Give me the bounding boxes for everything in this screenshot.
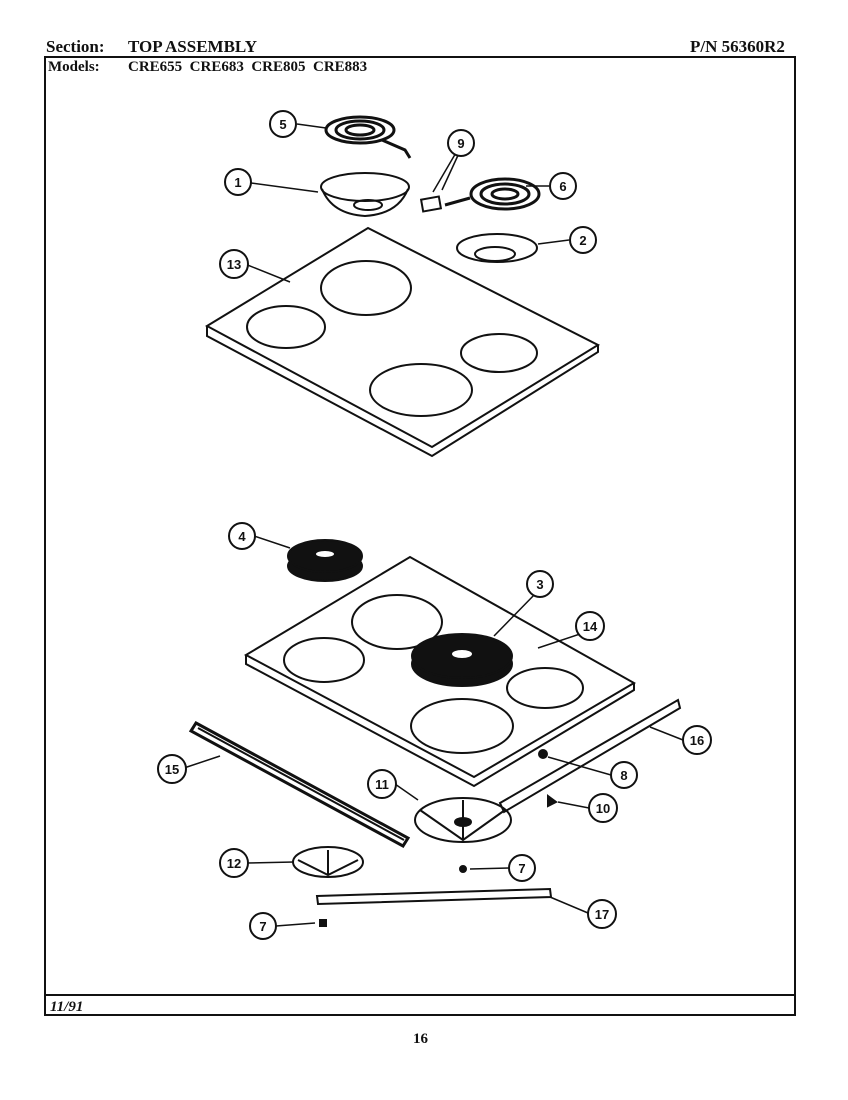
solid-element-center <box>411 633 513 687</box>
callout-7-lower: 7 <box>249 912 277 940</box>
callout-3: 3 <box>526 570 554 598</box>
nut-lower <box>319 919 327 927</box>
nut-upper <box>459 865 467 873</box>
solid-element-left <box>287 539 363 582</box>
callout-1: 1 <box>224 168 252 196</box>
callout-6-label: 6 <box>559 179 566 194</box>
callout-1-label: 1 <box>234 175 241 190</box>
callout-6: 6 <box>549 172 577 200</box>
section-label: Section: <box>46 37 105 56</box>
rear-trim <box>498 698 682 814</box>
callout-12: 12 <box>219 848 249 878</box>
main-top-upper <box>204 226 601 458</box>
diagram-frame <box>44 56 796 1016</box>
callout-4-label: 4 <box>238 529 246 544</box>
leader-lines <box>183 123 684 927</box>
callout-13: 13 <box>219 249 249 279</box>
bracket-small <box>292 846 364 878</box>
callout-4: 4 <box>228 522 256 550</box>
callout-12-label: 12 <box>227 856 241 871</box>
terminal-block <box>419 195 443 213</box>
callout-8: 8 <box>610 761 638 789</box>
callout-14-label: 14 <box>583 619 598 634</box>
side-trim <box>188 721 411 848</box>
main-top-lower <box>243 555 637 788</box>
drip-bowl-small <box>456 233 538 263</box>
callout-17-label: 17 <box>595 907 609 922</box>
callout-14: 14 <box>575 611 605 641</box>
callout-7-upper-label: 7 <box>518 861 525 876</box>
footer-rule <box>44 994 796 996</box>
callout-9: 9 <box>447 129 475 157</box>
drip-bowl-large <box>320 172 410 218</box>
callout-9-label: 9 <box>457 136 464 151</box>
part-number: P/N 56360R2 <box>690 37 785 56</box>
callout-11-label: 11 <box>375 777 389 792</box>
callout-17: 17 <box>587 899 617 929</box>
callout-15: 15 <box>157 754 187 784</box>
callout-11: 11 <box>367 769 397 799</box>
bracket-large <box>414 797 512 843</box>
callout-10: 10 <box>588 793 618 823</box>
callout-16-label: 16 <box>690 733 704 748</box>
callout-3-label: 3 <box>536 577 543 592</box>
callout-13-label: 13 <box>227 257 241 272</box>
footer-date: 11/91 <box>50 999 84 1015</box>
callout-5: 5 <box>269 110 297 138</box>
callout-2-label: 2 <box>579 233 586 248</box>
page-number: 16 <box>413 1031 428 1047</box>
clip <box>547 794 558 808</box>
long-rod <box>315 887 553 906</box>
coil-element-small <box>444 177 541 211</box>
callout-2: 2 <box>569 226 597 254</box>
callouts: 5 9 1 6 2 13 4 3 14 16 15 8 11 10 12 7 1… <box>157 110 712 940</box>
callout-10-label: 10 <box>596 801 610 816</box>
callout-7-lower-label: 7 <box>259 919 266 934</box>
callout-5-label: 5 <box>279 117 286 132</box>
callout-7-upper: 7 <box>508 854 536 882</box>
callout-16: 16 <box>682 725 712 755</box>
models-list: CRE655 CRE683 CRE805 CRE883 <box>128 59 368 75</box>
callout-15-label: 15 <box>165 762 179 777</box>
coil-element-top <box>324 115 412 159</box>
models-label: Models: <box>48 59 100 75</box>
screw <box>538 749 548 759</box>
section-title: TOP ASSEMBLY <box>128 37 257 56</box>
callout-8-label: 8 <box>620 768 627 783</box>
